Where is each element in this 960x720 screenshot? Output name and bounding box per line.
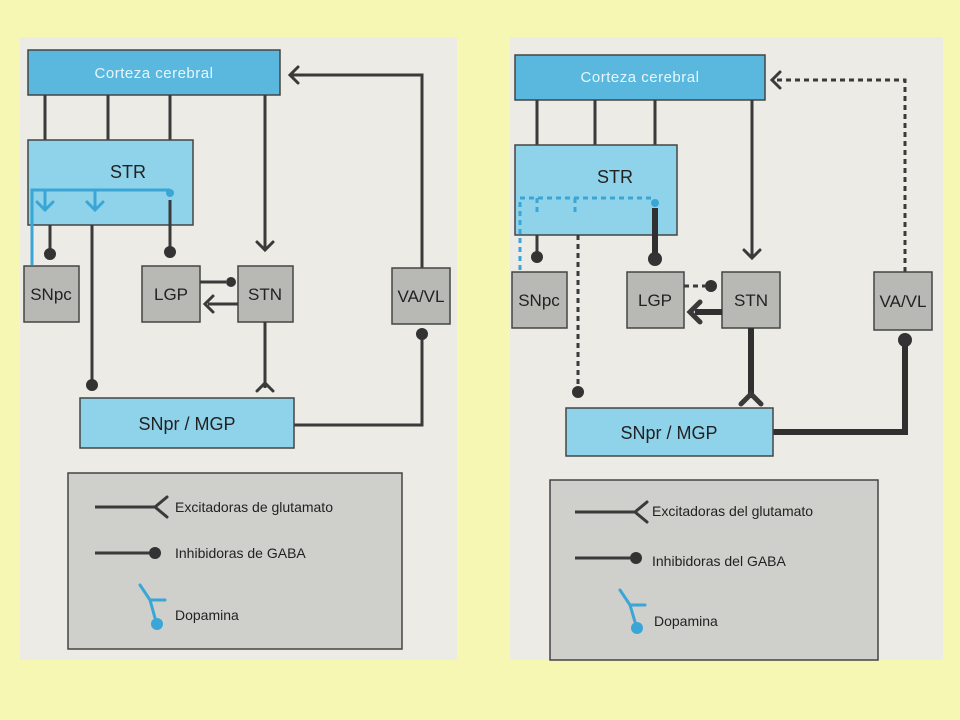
str-box: STR <box>514 144 678 236</box>
str-label: STR <box>110 162 146 182</box>
stn-box: STN <box>721 271 781 329</box>
cortex-label: Corteza cerebral <box>95 65 214 82</box>
stn-box: STN <box>237 265 294 323</box>
snpc-label: SNpc <box>30 285 72 304</box>
snpr-mgp-label: SNpr / MGP <box>620 423 717 443</box>
snpr-mgp-box: SNpr / MGP <box>565 407 774 457</box>
stn-label: STN <box>248 285 282 304</box>
vavl-box: VA/VL <box>873 271 933 331</box>
legend-dopamine: Dopamina <box>175 607 239 623</box>
panel-parkinson: Corteza cerebral STR <box>510 37 943 661</box>
legend-excitatory: Excitadoras de glutamato <box>175 499 333 515</box>
lgp-box: LGP <box>626 271 685 329</box>
snpc-box: SNpc <box>511 271 568 329</box>
snpr-mgp-box: SNpr / MGP <box>79 397 295 449</box>
snpc-box: SNpc <box>23 265 80 323</box>
str-label: STR <box>597 167 633 187</box>
stn-label: STN <box>734 291 768 310</box>
snpc-label: SNpc <box>518 291 560 310</box>
snpr-mgp-label: SNpr / MGP <box>138 414 235 434</box>
legend: Excitadoras de glutamato Inhibidoras de … <box>67 472 403 650</box>
vavl-label: VA/VL <box>880 292 927 311</box>
cortex-box: Corteza cerebral <box>514 54 766 101</box>
legend-dopamine: Dopamina <box>654 613 718 629</box>
cortex-label: Corteza cerebral <box>581 69 700 86</box>
vavl-label: VA/VL <box>398 287 445 306</box>
vavl-box: VA/VL <box>391 267 451 325</box>
lgp-box: LGP <box>141 265 201 323</box>
legend-inhibitory: Inhibidoras de GABA <box>175 545 306 561</box>
legend-inhibitory: Inhibidoras del GABA <box>652 553 787 569</box>
str-box: STR <box>27 139 194 226</box>
lgp-label: LGP <box>154 285 188 304</box>
legend-excitatory: Excitadoras del glutamato <box>652 503 813 519</box>
cortex-box: Corteza cerebral <box>27 49 281 96</box>
panel-normal: Corteza cerebral STR <box>20 37 457 660</box>
lgp-label: LGP <box>638 291 672 310</box>
legend: Excitadoras del glutamato Inhibidoras de… <box>549 479 879 661</box>
